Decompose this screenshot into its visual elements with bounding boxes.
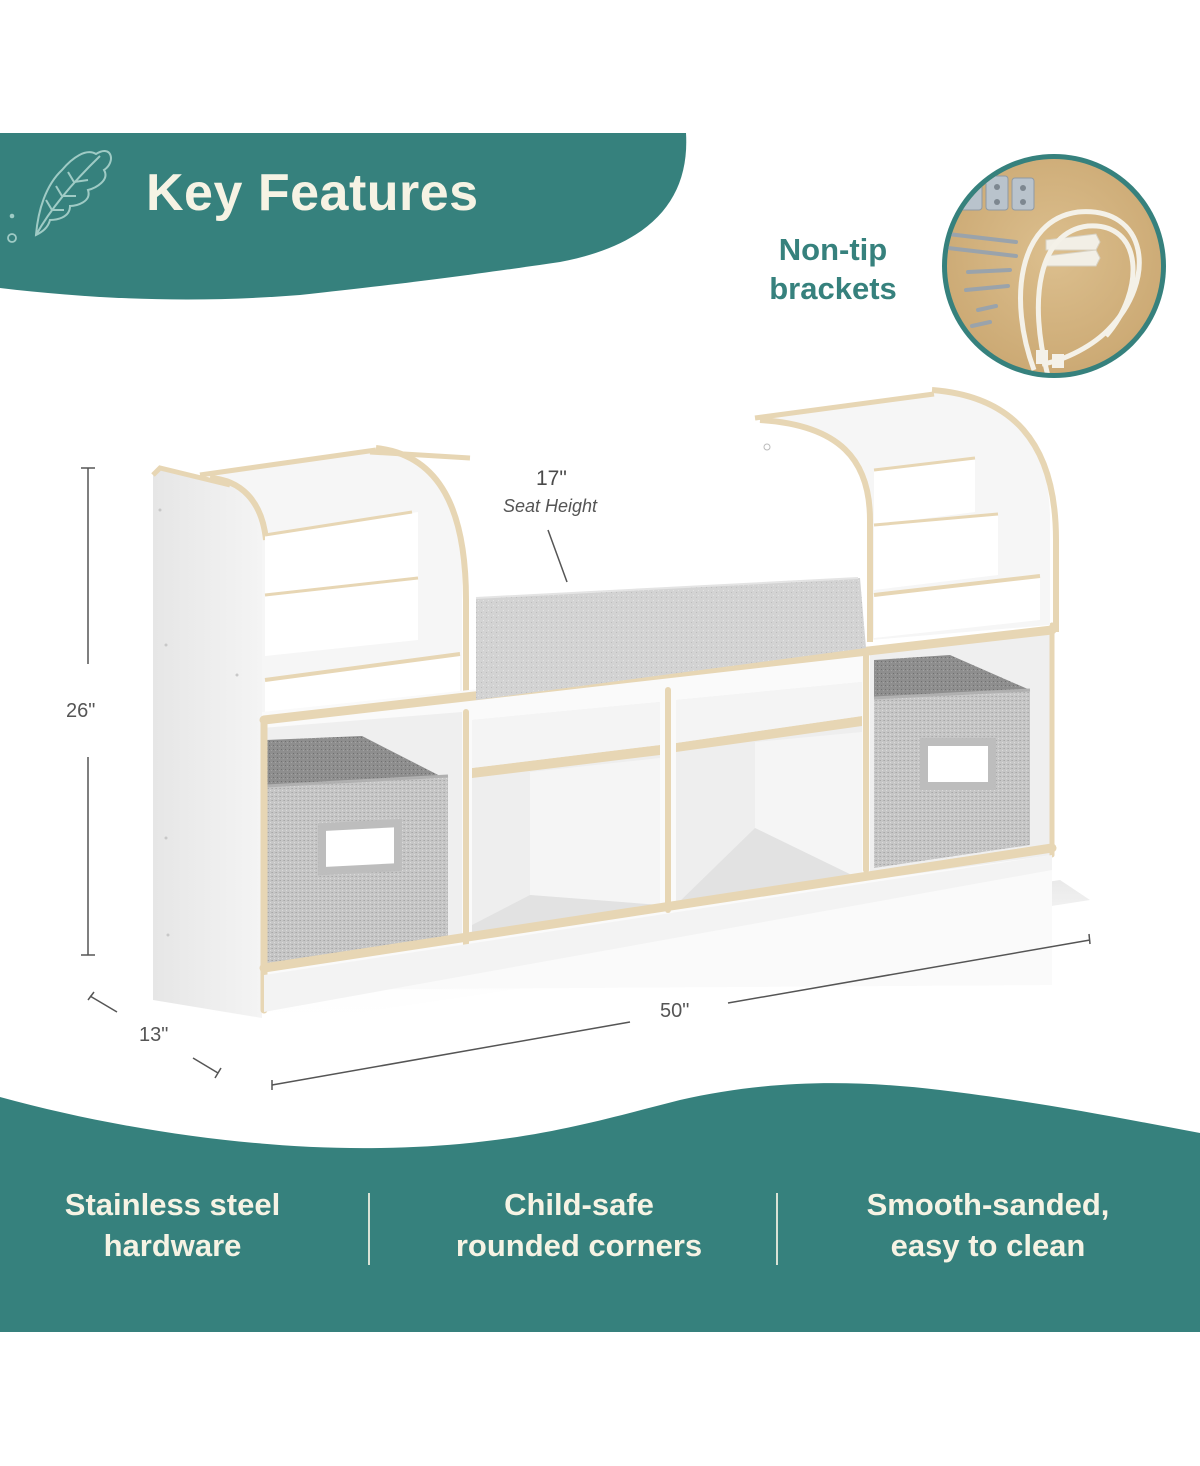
height-dimension: 26" — [66, 700, 96, 722]
feature-line-1: Child-safe — [504, 1187, 654, 1222]
header-band — [0, 133, 687, 300]
feature-line-2: hardware — [103, 1228, 242, 1263]
leaf-icon — [7, 150, 112, 243]
callout-line-2: brackets — [769, 271, 897, 306]
width-dimension: 50" — [660, 1000, 690, 1022]
page-title: Key Features — [146, 164, 479, 222]
feature-stainless-steel: Stainless steel hardware — [30, 1184, 315, 1266]
feature-line-2: easy to clean — [890, 1228, 1086, 1263]
feature-line-1: Stainless steel — [64, 1187, 281, 1222]
callout-line-1: Non-tip — [778, 232, 888, 267]
feature-line-2: rounded corners — [455, 1228, 703, 1263]
feature-child-safe: Child-safe rounded corners — [420, 1184, 738, 1266]
feature-divider — [776, 1193, 778, 1265]
bookshelf-bench-illustration — [81, 387, 1091, 1090]
feature-smooth-sanded: Smooth-sanded, easy to clean — [830, 1184, 1146, 1266]
features-band — [0, 1083, 1200, 1332]
feature-line-1: Smooth-sanded, — [866, 1187, 1110, 1222]
feature-divider — [368, 1193, 370, 1265]
hardware-kit-photo — [942, 154, 1166, 378]
non-tip-callout: Non-tip brackets — [744, 230, 922, 308]
seat-height-label: Seat Height — [503, 496, 598, 516]
depth-dimension: 13" — [139, 1024, 169, 1046]
seat-height-value: 17" — [536, 467, 567, 490]
